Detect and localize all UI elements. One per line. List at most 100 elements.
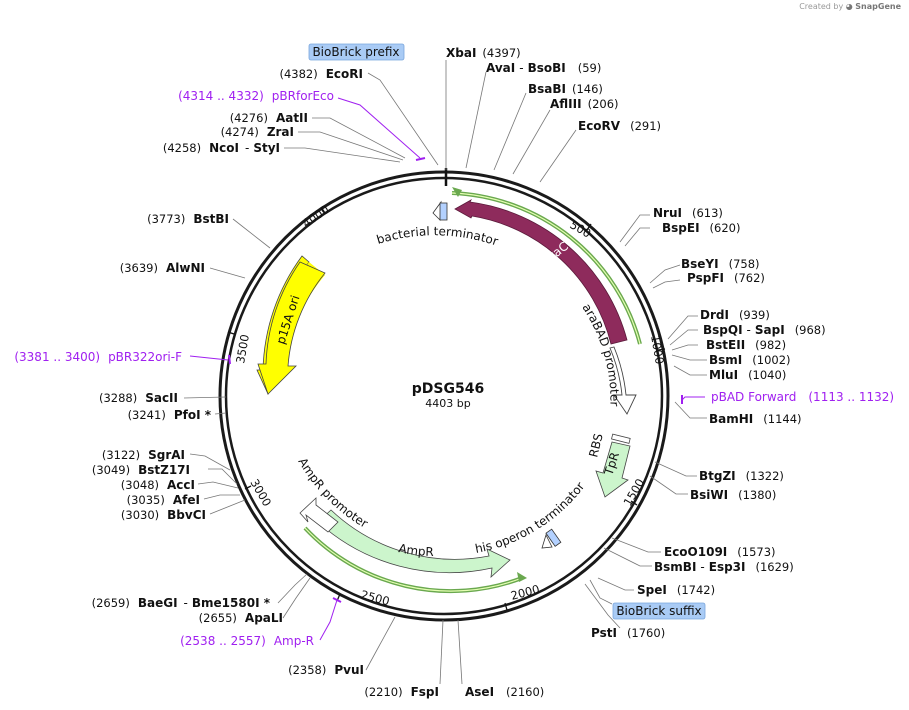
svg-text:EcoO109I(1573): EcoO109I(1573) xyxy=(664,545,776,559)
primer-pbad-forward: pBAD Forward(1113 .. 1132) xyxy=(711,390,894,404)
site-asei: AseI(2160) xyxy=(465,685,544,699)
site-aflIII: AflIII(206) xyxy=(550,97,619,111)
svg-text:XbaI(4397): XbaI(4397) xyxy=(446,46,521,60)
site-spei: SpeI(1742) xyxy=(637,583,715,597)
feature-bacterial-terminator xyxy=(439,202,448,221)
site-psti: PstI(1760) xyxy=(591,626,665,640)
svg-text:PspFI(762): PspFI(762) xyxy=(687,271,765,285)
svg-text:BioBrick prefix: BioBrick prefix xyxy=(312,45,399,59)
svg-text:BsiWI(1380): BsiWI(1380) xyxy=(690,488,776,502)
site-xbai: XbaI(4397) xyxy=(446,46,521,60)
svg-text:(4382)EcoRI: (4382)EcoRI xyxy=(279,67,363,81)
svg-text:(4258)NcoI-StyI: (4258)NcoI-StyI xyxy=(163,141,280,155)
site-sgrai: (3122)SgrAI xyxy=(102,448,185,462)
svg-text:(3122)SgrAI: (3122)SgrAI xyxy=(102,448,185,462)
site-leaders xyxy=(183,60,707,685)
svg-text:(2538 .. 2557)Amp-R: (2538 .. 2557)Amp-R xyxy=(180,634,314,648)
tick-marks xyxy=(227,206,666,611)
snapgene-credit: Created by ◕ SnapGene xyxy=(799,2,901,11)
svg-text:(3288)SacII: (3288)SacII xyxy=(99,391,178,405)
site-bbvci: (3030)BbvCI xyxy=(121,508,206,522)
tick-label-1000: 1000 xyxy=(648,334,667,365)
svg-text:BspQI-SapI(968): BspQI-SapI(968) xyxy=(703,323,826,337)
primer-pbrforeco: (4314 .. 4332)pBRforEco xyxy=(178,89,334,103)
site-btgzi: BtgZI(1322) xyxy=(699,469,784,483)
svg-text:BioBrick suffix: BioBrick suffix xyxy=(616,604,701,618)
svg-text:BsmI(1002): BsmI(1002) xyxy=(709,353,791,367)
svg-text:AseI(2160): AseI(2160) xyxy=(465,685,544,699)
svg-text:(2358)PvuI: (2358)PvuI xyxy=(288,663,364,677)
svg-text:NruI(613): NruI(613) xyxy=(653,206,723,220)
svg-text:(4276)AatII: (4276)AatII xyxy=(230,111,308,125)
svg-text:(3035)AfeI: (3035)AfeI xyxy=(127,493,200,507)
tick-label-3000: 3000 xyxy=(247,477,274,509)
svg-text:(3381 .. 3400)pBR322ori-F: (3381 .. 3400)pBR322ori-F xyxy=(14,350,182,364)
label-ampr: AmpR xyxy=(397,541,434,559)
site-ncoi-styi: (4258)NcoI-StyI xyxy=(163,141,280,155)
site-avai-bsobi: AvaI-BsoBI(59) xyxy=(486,61,601,75)
svg-text:AflIII(206): AflIII(206) xyxy=(550,97,619,111)
svg-text:(3049)BstZ17I: (3049)BstZ17I xyxy=(92,463,190,477)
svg-text:BspEI(620): BspEI(620) xyxy=(662,221,740,235)
site-fspi: (2210)FspI xyxy=(364,685,439,699)
feature-his-terminator xyxy=(545,528,562,547)
site-bstbi: (3773)BstBI xyxy=(147,212,229,226)
site-baegi-bme1580i: (2659)BaeGI-Bme1580I * xyxy=(92,596,271,610)
svg-text:(3773)BstBI: (3773)BstBI xyxy=(147,212,229,226)
snapgene-logo-icon: ◕ xyxy=(845,2,853,11)
feature-ampr-promoter xyxy=(299,497,339,533)
svg-text:DrdI(939): DrdI(939) xyxy=(700,308,770,322)
svg-text:PstI(1760): PstI(1760) xyxy=(591,626,665,640)
biobrick-suffix-tag: BioBrick suffix xyxy=(612,602,706,620)
svg-text:SpeI(1742): SpeI(1742) xyxy=(637,583,715,597)
site-mlui: MluI(1040) xyxy=(709,368,786,382)
primer-leaders xyxy=(189,97,705,641)
site-ecorv: EcoRV(291) xyxy=(578,119,661,133)
site-zrai: (4274)ZraI xyxy=(221,125,294,139)
primer-pbr322ori-f: (3381 .. 3400)pBR322ori-F xyxy=(14,350,182,364)
orf-arrowhead-ampr xyxy=(517,572,527,582)
site-bseyi: BseYI(758) xyxy=(681,257,760,271)
site-afei: (3035)AfeI xyxy=(127,493,200,507)
feature-p15a-ori-shape xyxy=(257,261,326,395)
site-bamhi: BamHI(1144) xyxy=(709,412,802,426)
feature-arabad-promoter xyxy=(609,346,637,415)
label-bacterial-terminator: bacterial terminator xyxy=(375,224,500,248)
svg-text:(3241)PfoI *: (3241)PfoI * xyxy=(128,408,212,422)
site-ecoo109i: EcoO109I(1573) xyxy=(664,545,776,559)
site-pvui: (2358)PvuI xyxy=(288,663,364,677)
svg-text:(4314 .. 4332)pBRforEco: (4314 .. 4332)pBRforEco xyxy=(178,89,334,103)
svg-text:BseYI(758): BseYI(758) xyxy=(681,257,760,271)
svg-text:pBAD Forward(1113 .. 1132): pBAD Forward(1113 .. 1132) xyxy=(711,390,894,404)
feature-arac xyxy=(454,199,628,345)
site-acci: (3048)AccI xyxy=(121,478,195,492)
feature-rbs xyxy=(611,433,631,444)
label-rbs: RBS xyxy=(586,432,605,459)
site-bspqi-sapi: BspQI-SapI(968) xyxy=(703,323,826,337)
site-bstz17i: (3049)BstZ17I xyxy=(92,463,190,477)
svg-text:(3639)AlwNI: (3639)AlwNI xyxy=(120,261,205,275)
site-bspei: BspEI(620) xyxy=(662,221,740,235)
biobrick-prefix-tag: BioBrick prefix xyxy=(308,43,405,61)
site-bsmi: BsmI(1002) xyxy=(709,353,791,367)
plasmid-backbone xyxy=(218,170,670,622)
plasmid-name: pDSG546 xyxy=(412,381,484,397)
feature-ampr xyxy=(317,509,511,578)
primer-amp-r: (2538 .. 2557)Amp-R xyxy=(180,634,314,648)
svg-text:(3030)BbvCI: (3030)BbvCI xyxy=(121,508,206,522)
svg-text:BtgZI(1322): BtgZI(1322) xyxy=(699,469,784,483)
site-pfoi: (3241)PfoI * xyxy=(128,408,212,422)
plasmid-size: 4403 bp xyxy=(425,397,470,410)
tick-label-3500: 3500 xyxy=(233,333,252,364)
site-bsteii: BstEII(982) xyxy=(706,338,786,352)
svg-text:BsmBI-Esp3I(1629): BsmBI-Esp3I(1629) xyxy=(654,560,794,574)
site-apali: (2655)ApaLI xyxy=(199,611,283,625)
site-aatii: (4276)AatII xyxy=(230,111,308,125)
site-bsiwi: BsiWI(1380) xyxy=(690,488,776,502)
orf-arrowhead-arac xyxy=(452,187,462,197)
svg-text:BsaBI(146): BsaBI(146) xyxy=(528,82,603,96)
feature-his-terminator-arrow xyxy=(541,533,553,549)
svg-text:(2659)BaeGI-Bme1580I *: (2659)BaeGI-Bme1580I * xyxy=(92,596,271,610)
svg-text:(3048)AccI: (3048)AccI xyxy=(121,478,195,492)
